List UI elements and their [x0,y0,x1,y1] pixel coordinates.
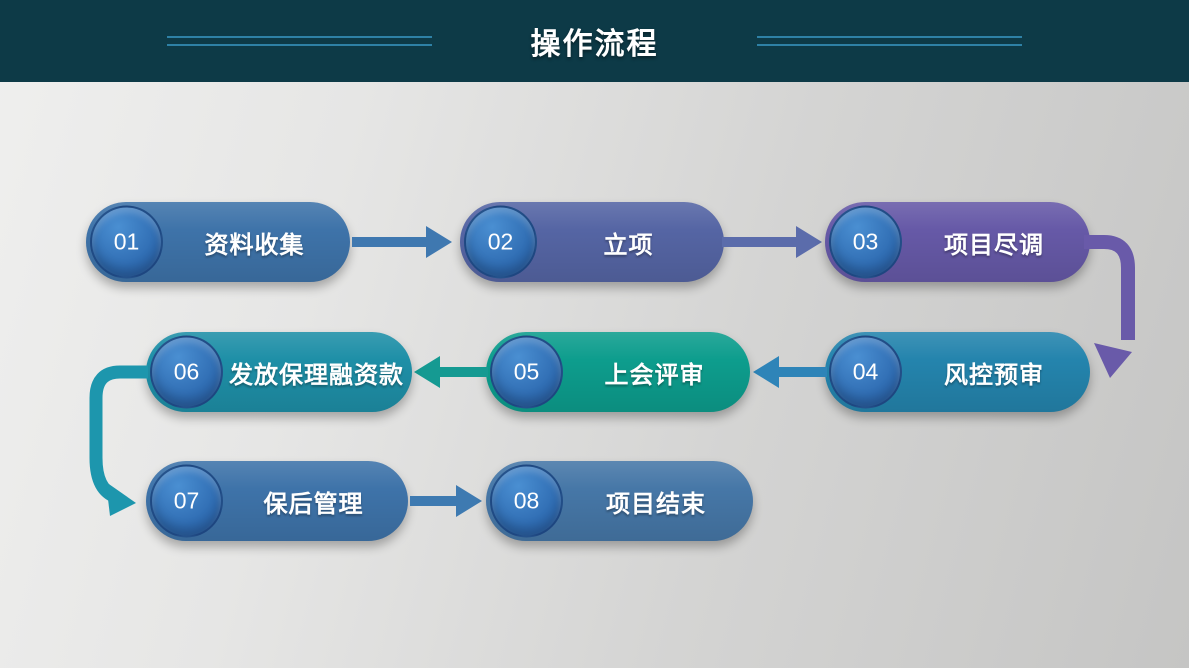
step-label: 上会评审 [604,361,705,389]
decor-lines-right [757,36,1022,46]
step-label: 资料收集 [204,231,305,259]
title-bar: 操作流程 [0,0,1189,82]
step-number-badge: 06 [150,335,223,409]
arrowhead-right-icon [796,226,822,258]
step-label: 保后管理 [263,490,364,518]
step-number: 02 [487,228,514,255]
step-number-badge: 02 [464,205,537,279]
step-label: 风控预审 [944,361,1044,389]
arrow-step5-to-step6 [414,356,488,388]
step-number-badge: 03 [829,205,902,279]
step-number-badge: 04 [829,335,902,409]
step-number-badge: 05 [490,335,563,409]
arrowhead-down-icon [1094,343,1132,378]
arrow-step4-to-step5 [753,356,827,388]
curved-arrow-step3-to-step4 [1084,235,1135,378]
arrow-step7-to-step8 [410,485,482,517]
step-pill-01: 01 资料收集 [86,202,350,282]
arrow-step1-to-step2 [352,226,452,258]
step-number: 08 [513,487,540,514]
page-title: 操作流程 [530,28,659,61]
arrowhead-right-icon [456,485,482,517]
arrowhead-right-icon [106,482,136,516]
step-number: 04 [852,358,879,385]
step-pill-02: 02 立项 [460,202,724,282]
step-number-badge: 01 [90,205,163,279]
step-pill-07: 07 保后管理 [146,461,408,541]
step-label: 发放保理融资款 [229,361,404,389]
step-number: 03 [852,228,879,255]
step-number: 01 [113,228,140,255]
arrowhead-right-icon [426,226,452,258]
arrow-step2-to-step3 [722,226,822,258]
step-label: 项目尽调 [944,231,1044,259]
step-number: 05 [513,358,540,385]
curved-arrow-step6-to-step7 [89,365,148,516]
arrowhead-left-icon [753,356,779,388]
decor-lines-left [167,36,432,46]
arrowhead-left-icon [414,356,440,388]
step-number-badge: 08 [490,464,563,538]
step-number: 06 [173,358,200,385]
step-pill-03: 03 项目尽调 [825,202,1090,282]
step-pill-06: 06 发放保理融资款 [146,332,412,412]
step-pill-04: 04 风控预审 [825,332,1090,412]
step-label: 项目结束 [606,490,706,518]
step-number-badge: 07 [150,464,223,538]
step-label: 立项 [603,231,654,259]
step-pill-05: 05 上会评审 [486,332,750,412]
step-pill-08: 08 项目结束 [486,461,753,541]
step-number: 07 [173,487,200,514]
